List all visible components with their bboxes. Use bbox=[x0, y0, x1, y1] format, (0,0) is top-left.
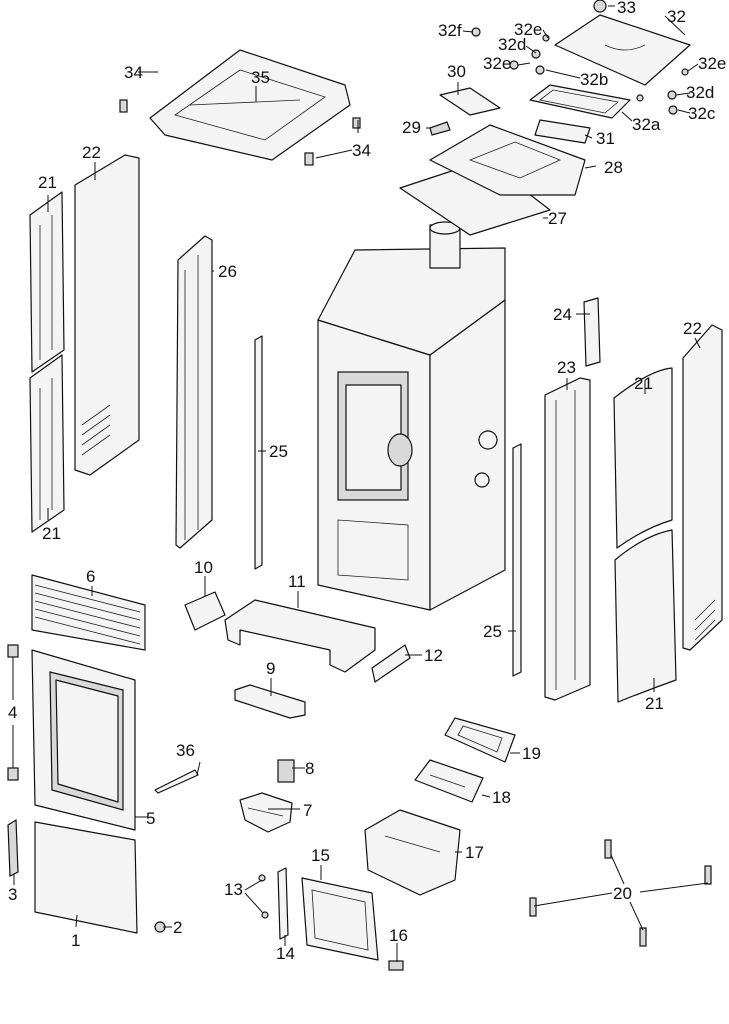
callout-20: 20 bbox=[613, 884, 632, 903]
callout-34-left: 34 bbox=[124, 63, 143, 82]
callout-35: 35 bbox=[251, 68, 270, 87]
part-21-left-upper-panel bbox=[29, 191, 65, 373]
part-19-frame bbox=[444, 717, 516, 763]
callout-24: 24 bbox=[553, 305, 572, 324]
callout-32f: 32f bbox=[438, 21, 462, 40]
part-stove-body bbox=[317, 221, 506, 611]
callout-27: 27 bbox=[548, 209, 567, 228]
part-6-grille bbox=[31, 574, 146, 651]
callout-21-right-top: 21 bbox=[634, 374, 653, 393]
part-25-strip-left bbox=[254, 335, 263, 570]
part-16-knob bbox=[388, 960, 404, 971]
callout-18: 18 bbox=[492, 788, 511, 807]
callout-32b: 32b bbox=[580, 70, 608, 89]
callout-26: 26 bbox=[218, 262, 237, 281]
part-13-screws bbox=[258, 874, 269, 919]
callout-29: 29 bbox=[402, 118, 421, 137]
callout-7: 7 bbox=[303, 801, 312, 820]
callout-17: 17 bbox=[465, 843, 484, 862]
part-32-lid bbox=[554, 14, 691, 86]
callout-32d-right: 32d bbox=[686, 83, 714, 102]
callout-32e-right: 32e bbox=[698, 54, 726, 73]
part-23-right-inner-frame bbox=[544, 377, 591, 701]
part-30-bracket bbox=[439, 87, 501, 116]
part-29-bracket bbox=[429, 121, 451, 136]
callout-32d-left: 32d bbox=[498, 35, 526, 54]
callout-32a: 32a bbox=[632, 115, 661, 134]
part-36-rod bbox=[154, 769, 199, 794]
callout-25-right: 25 bbox=[483, 622, 502, 641]
part-10-bracket bbox=[184, 591, 226, 631]
callout-6: 6 bbox=[86, 567, 95, 586]
callout-10: 10 bbox=[194, 558, 213, 577]
part-18-plate bbox=[414, 759, 484, 803]
part-9-bracket bbox=[234, 684, 306, 719]
callout-32c: 32c bbox=[688, 104, 716, 123]
part-21-right-upper-panel bbox=[613, 367, 673, 549]
callout-28: 28 bbox=[604, 158, 623, 177]
callout-32e-top: 32e bbox=[514, 20, 542, 39]
part-24-bracket bbox=[583, 297, 601, 367]
part-1-front-panel bbox=[34, 821, 138, 934]
part-26-inner-side-frame bbox=[175, 235, 213, 549]
part-17-ash-drawer bbox=[364, 809, 461, 896]
part-22-left-side-panel bbox=[74, 154, 140, 476]
leader-lines bbox=[13, 5, 709, 962]
callout-5: 5 bbox=[146, 809, 155, 828]
callout-4: 4 bbox=[8, 703, 17, 722]
part-22-right-side-panel bbox=[682, 324, 723, 651]
part-21-left-lower-panel bbox=[29, 354, 65, 533]
callout-13: 13 bbox=[224, 880, 243, 899]
callout-22-left: 22 bbox=[82, 143, 101, 162]
part-5-door bbox=[31, 649, 136, 831]
callout-11: 11 bbox=[288, 572, 306, 591]
part-11-base-frame bbox=[224, 599, 376, 673]
callout-30: 30 bbox=[447, 62, 466, 81]
callout-21-left-bottom: 21 bbox=[42, 524, 61, 543]
callout-31: 31 bbox=[596, 129, 615, 148]
part-25-strip-right bbox=[512, 443, 522, 677]
callout-32e-left: 32e bbox=[483, 54, 511, 73]
callout-25-left: 25 bbox=[269, 442, 288, 461]
part-31-cover-strip bbox=[534, 119, 591, 144]
callout-22-right: 22 bbox=[683, 319, 702, 338]
callout-36: 36 bbox=[176, 741, 195, 760]
part-35-top-frame bbox=[149, 49, 351, 161]
callout-labels: 1 2 3 4 5 6 7 8 9 10 11 12 13 14 15 16 1… bbox=[8, 0, 726, 963]
callout-12: 12 bbox=[424, 646, 443, 665]
callout-23: 23 bbox=[557, 358, 576, 377]
callout-21-right-bottom: 21 bbox=[645, 694, 664, 713]
part-32a-gasket bbox=[529, 84, 631, 119]
callout-14: 14 bbox=[276, 944, 295, 963]
part-34-stud-left bbox=[119, 99, 128, 113]
part-4-hinges bbox=[7, 644, 19, 781]
callout-8: 8 bbox=[305, 759, 314, 778]
callout-19: 19 bbox=[522, 744, 541, 763]
callout-3: 3 bbox=[8, 885, 17, 904]
part-21-right-lower-panel bbox=[614, 529, 677, 703]
part-15-ash-door bbox=[301, 877, 379, 961]
part-8-switch bbox=[277, 759, 295, 783]
callout-34-right: 34 bbox=[352, 141, 371, 160]
part-3-hinge-bar bbox=[7, 818, 19, 877]
callout-2: 2 bbox=[173, 918, 182, 937]
callout-15: 15 bbox=[311, 846, 330, 865]
callout-32: 32 bbox=[667, 7, 686, 26]
part-14-hinge-plate bbox=[277, 867, 289, 940]
callout-9: 9 bbox=[266, 659, 275, 678]
part-34-stud-right bbox=[304, 117, 361, 166]
callout-16: 16 bbox=[389, 926, 408, 945]
part-7-burn-pot bbox=[239, 792, 293, 833]
callout-33: 33 bbox=[617, 0, 636, 17]
part-12-bracket bbox=[371, 644, 411, 683]
part-28-top-plate bbox=[429, 124, 586, 196]
callout-1: 1 bbox=[71, 931, 80, 950]
callout-21-left-top: 21 bbox=[38, 173, 57, 192]
part-20-feet bbox=[529, 839, 712, 947]
